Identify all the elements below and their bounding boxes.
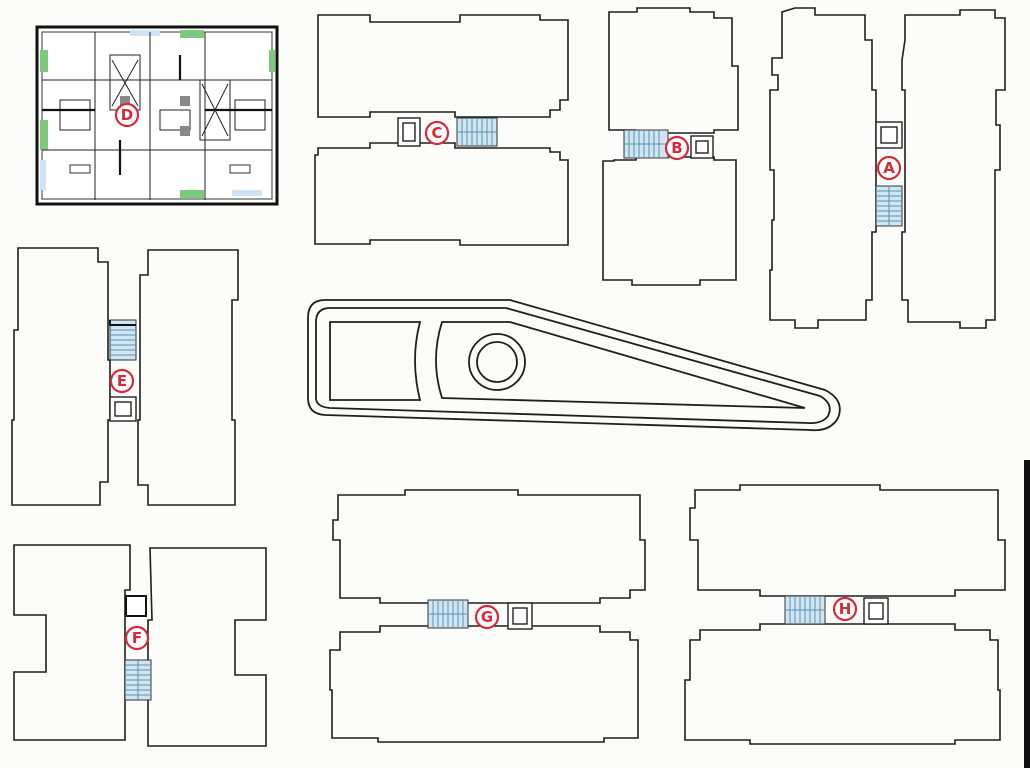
marker-b-circle bbox=[664, 135, 690, 161]
building-e[interactable]: E bbox=[11, 247, 239, 506]
marker-d-label: D bbox=[121, 106, 133, 124]
marker-g-circle bbox=[474, 604, 500, 630]
building-h[interactable]: H bbox=[684, 484, 1006, 745]
building-b[interactable]: B bbox=[602, 7, 739, 286]
marker-e-circle bbox=[109, 368, 135, 394]
page-edge bbox=[1024, 460, 1030, 768]
marker-h-label: H bbox=[839, 600, 852, 618]
marker-f-circle bbox=[124, 625, 150, 651]
marker-e-label: E bbox=[117, 372, 127, 390]
building-g[interactable]: G bbox=[329, 489, 646, 743]
marker-f-label: F bbox=[132, 629, 142, 647]
building-d[interactable]: D bbox=[35, 25, 279, 206]
marker-g-label: G bbox=[481, 608, 493, 626]
building-f[interactable]: F bbox=[13, 544, 267, 747]
marker-h-circle bbox=[832, 596, 858, 622]
central-plaza bbox=[307, 299, 841, 432]
building-a[interactable]: A bbox=[769, 7, 1006, 329]
building-c[interactable]: C bbox=[314, 14, 569, 246]
marker-d-circle bbox=[114, 102, 140, 128]
marker-b-label: B bbox=[671, 139, 682, 157]
marker-c-label: C bbox=[431, 124, 442, 142]
marker-a-circle bbox=[876, 155, 902, 181]
marker-a-label: A bbox=[883, 159, 895, 177]
marker-c-circle bbox=[424, 120, 450, 146]
